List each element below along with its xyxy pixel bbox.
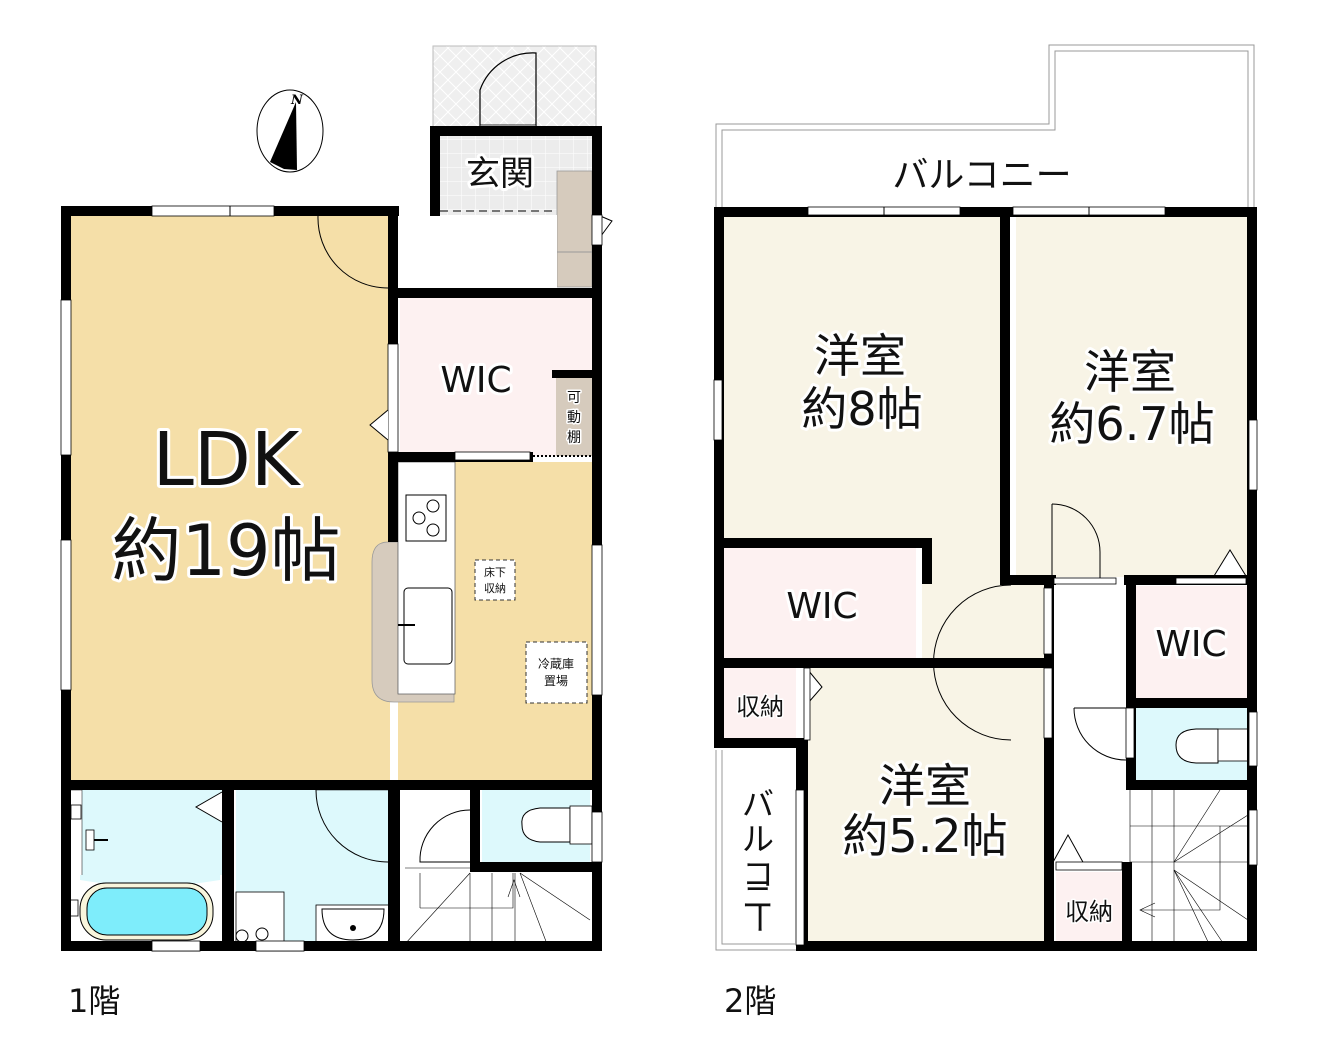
western-room-5-2-label: 洋室: [879, 759, 971, 813]
underfloor-storage: [474, 559, 516, 601]
balcony-top-label: バルコニー: [892, 155, 1071, 196]
underfloor-storage-label-2: 収納: [484, 582, 506, 595]
bathtub-icon: [86, 887, 208, 936]
svg-text:ー: ー: [740, 902, 778, 934]
western-room-6-7-label: 洋室: [1084, 345, 1176, 399]
movable-shelf-label-3: 棚: [567, 430, 581, 446]
storage-left-floor: [722, 668, 796, 740]
fridge-label-2: 置場: [544, 674, 568, 688]
western-room-6-7-size: 約6.7帖: [1049, 397, 1214, 451]
wic-2f-right-floor: [1136, 586, 1248, 698]
shoe-cabinet: [556, 170, 593, 288]
compass-north-label: N: [290, 93, 304, 108]
toilet-icon: [521, 807, 571, 843]
western-room-6-7-floor: [1016, 215, 1248, 577]
storage-bottom-label: 収納: [1065, 898, 1113, 926]
movable-shelf-label-1: 可: [567, 390, 581, 406]
fridge-label-1: 冷蔵庫: [538, 657, 574, 671]
front-door-swing: [479, 52, 537, 128]
western-room-8-size: 約8帖: [801, 382, 922, 436]
porch: [432, 45, 597, 129]
svg-text:コ: コ: [742, 855, 774, 893]
shower-faucet-icon: [85, 829, 95, 851]
svg-text:ニ: ニ: [742, 878, 774, 916]
western-room-8-label: 洋室: [814, 329, 906, 383]
floor-2-label: 2階: [724, 982, 777, 1020]
western-room-5-2-floor: [808, 668, 1046, 946]
floor-1-label: 1階: [68, 982, 121, 1020]
compass-icon: N: [256, 89, 324, 173]
floor-1-plan: N 床下 収納 冷蔵庫 置場: [60, 45, 613, 952]
western-room-8-floor: [722, 215, 1046, 660]
windows-1f: [60, 205, 603, 952]
balcony-side-label: バ ル コ ニ ー: [740, 785, 778, 934]
storage-bottom-floor: [1056, 872, 1122, 946]
underfloor-storage-label-1: 床下: [484, 565, 506, 579]
washing-machine-space: [235, 891, 285, 945]
stove-icon: [405, 494, 447, 542]
wic-1f-label: WIC: [440, 360, 511, 401]
toilet-2f-icon: [1175, 728, 1219, 764]
balcony-top: [715, 44, 1255, 207]
movable-shelf: [556, 378, 592, 456]
svg-text:ル: ル: [742, 820, 774, 858]
ldk-label: LDK: [153, 417, 302, 503]
ldk-door-swing: [317, 215, 389, 289]
balcony-side: [715, 750, 808, 951]
storage-left-label: 収納: [736, 693, 784, 721]
svg-text:バ: バ: [742, 785, 774, 823]
staircase-2f: [1129, 789, 1250, 947]
ldk-size-label: 約19帖: [111, 510, 340, 592]
fridge-space: [525, 641, 588, 704]
western-room-5-2-size: 約5.2帖: [842, 809, 1007, 863]
kitchen-counter: [371, 541, 455, 703]
wic-2f-left-label: WIC: [786, 586, 857, 627]
movable-shelf-label-2: 動: [567, 410, 581, 426]
wic-2f-right-label: WIC: [1155, 624, 1226, 665]
entrance-label: 玄関: [466, 154, 534, 194]
wic-2f-left-floor: [722, 548, 916, 660]
floor-2-plan: バルコニー: [713, 44, 1258, 951]
